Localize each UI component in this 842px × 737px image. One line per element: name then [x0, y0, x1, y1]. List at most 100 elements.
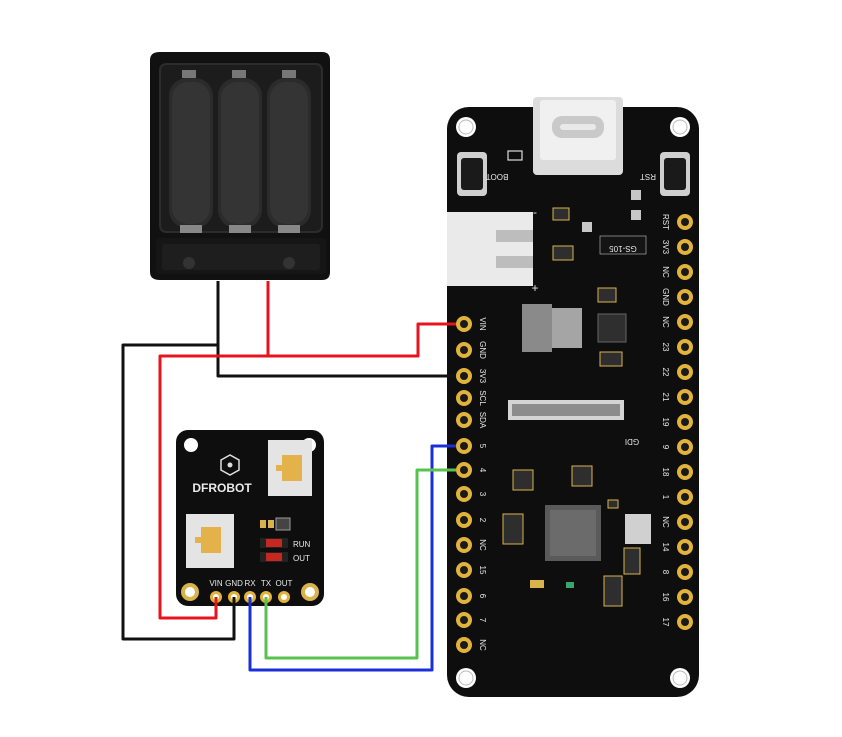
left-pin-label: 3V3: [478, 369, 487, 384]
right-pin-label: NC: [661, 316, 670, 328]
brand-label: DFROBOT: [192, 481, 252, 495]
left-pin-pad: [456, 462, 472, 478]
mcu-chip: [545, 505, 601, 561]
sensor-pin-label: GND: [225, 579, 243, 588]
right-pin-label: 1: [661, 495, 670, 500]
chip-label: GS-105: [609, 244, 637, 253]
gdi-connector: [508, 400, 624, 420]
radar-antenna: [186, 514, 234, 568]
battery-cell: [267, 78, 311, 233]
sensor-pin-label: TX: [261, 579, 272, 588]
left-pin-pad: [456, 612, 472, 628]
right-pin-label: 19: [661, 418, 670, 427]
left-pin-pad: [456, 438, 472, 454]
left-pin-pad: [456, 562, 472, 578]
left-pin-pad: [456, 342, 472, 358]
right-pin-pad: [677, 239, 693, 255]
left-pin-pad: [456, 486, 472, 502]
right-pin-label: NC: [661, 266, 670, 278]
battery-minus-mark: -: [533, 205, 537, 219]
left-pin-label: 4: [478, 468, 487, 473]
right-pin-pad: [677, 214, 693, 230]
sensor-pin-label: OUT: [276, 579, 293, 588]
left-pin-label: VIN: [478, 317, 487, 331]
right-pin-label: NC: [661, 516, 670, 528]
right-pin-label: RST: [661, 214, 670, 230]
usb-c-port: [533, 97, 623, 175]
right-pin-pad: [677, 614, 693, 630]
right-pin-label: 21: [661, 393, 670, 402]
battery-connector: [447, 212, 533, 286]
right-pin-pad: [677, 464, 693, 480]
left-pin-label: NC: [478, 539, 487, 551]
sensor-pin-label: RX: [244, 579, 256, 588]
right-pin-pad: [677, 589, 693, 605]
left-pin-pad: [456, 512, 472, 528]
gdi-label: GDI: [625, 437, 639, 446]
vin-wire-sensor: [158, 354, 268, 620]
right-pin-label: 17: [661, 618, 670, 627]
right-pin-pad: [677, 414, 693, 430]
boot-label: BOOT: [486, 172, 509, 181]
left-pin-label: 5: [478, 444, 487, 449]
right-pin-label: 18: [661, 468, 670, 477]
dfrobot-logo: DFROBOT: [192, 454, 252, 495]
right-pin-label: 22: [661, 368, 670, 377]
rst-button[interactable]: [660, 152, 690, 196]
rst-label: RST: [640, 172, 656, 181]
right-pin-label: 16: [661, 593, 670, 602]
gnd-wire-sensor: [121, 343, 236, 641]
right-pin-pad: [677, 389, 693, 405]
left-pin-pad: [456, 412, 472, 428]
left-pin-pad: [456, 390, 472, 406]
left-pin-pad: [456, 316, 472, 332]
right-pin-pad: [677, 489, 693, 505]
wires: [121, 281, 456, 672]
right-pin-pad: [677, 439, 693, 455]
battery-plus-mark: +: [531, 281, 538, 295]
radar-antenna: [268, 440, 312, 496]
right-pin-pad: [677, 514, 693, 530]
battery-holder: [150, 52, 330, 280]
right-pin-label: 14: [661, 543, 670, 552]
battery-cell: [169, 78, 213, 233]
power-inductor: [522, 304, 582, 352]
sensor-pin-label: VIN: [209, 579, 223, 588]
right-pin-pad: [677, 364, 693, 380]
left-pin-label: 6: [478, 594, 487, 599]
left-pin-label: SDA: [478, 412, 487, 429]
left-pin-pad: [456, 537, 472, 553]
battery-cell: [218, 78, 262, 233]
left-pin-label: 3: [478, 492, 487, 497]
run-led: [260, 538, 288, 548]
left-pin-pad: [456, 588, 472, 604]
left-pin-label: 2: [478, 518, 487, 523]
boot-button[interactable]: [457, 152, 487, 196]
right-pin-label: 9: [661, 445, 670, 450]
left-pin-pad: [456, 637, 472, 653]
rx-wire: [248, 444, 456, 672]
left-pin-label: NC: [478, 639, 487, 651]
vin-wire: [266, 281, 456, 358]
right-pin-pad: [677, 314, 693, 330]
sensor-pin-pad: [278, 591, 290, 603]
right-pin-pad: [677, 289, 693, 305]
tx-wire: [264, 468, 456, 660]
left-pin-label: 15: [478, 566, 487, 575]
left-pin-label: SCL: [478, 390, 487, 406]
right-pin-pad: [677, 339, 693, 355]
right-pin-pad: [677, 539, 693, 555]
right-pin-label: GND: [661, 288, 670, 306]
run-led-label: RUN: [293, 540, 311, 549]
right-pin-pad: [677, 264, 693, 280]
out-led: [260, 552, 288, 562]
out-led-label: OUT: [293, 554, 310, 563]
left-pin-label: 7: [478, 618, 487, 623]
right-pin-label: 3V3: [661, 240, 670, 255]
gnd-wire: [216, 281, 456, 378]
right-pin-label: 8: [661, 570, 670, 575]
